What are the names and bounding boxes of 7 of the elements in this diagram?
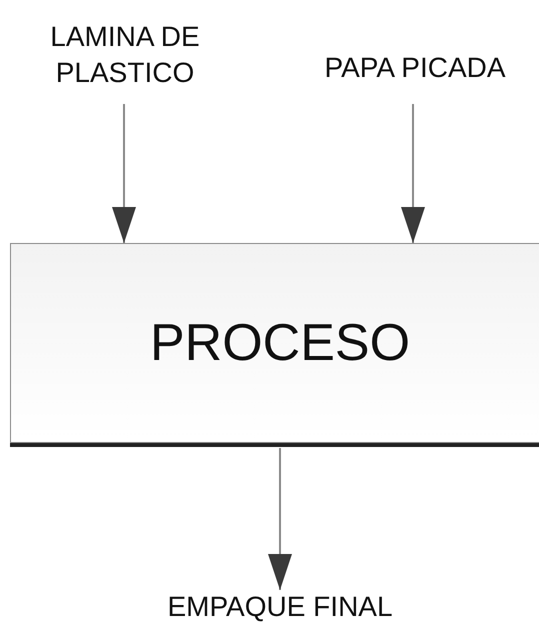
arrow (112, 104, 136, 243)
input-label: LAMINA DE PLASTICO (49, 20, 201, 90)
arrow (268, 448, 292, 590)
process-label: PROCESO (150, 313, 410, 373)
input-label: PAPA PICADA (324, 51, 506, 85)
output-label: EMPAQUE FINAL (167, 590, 393, 624)
arrow (401, 104, 425, 243)
